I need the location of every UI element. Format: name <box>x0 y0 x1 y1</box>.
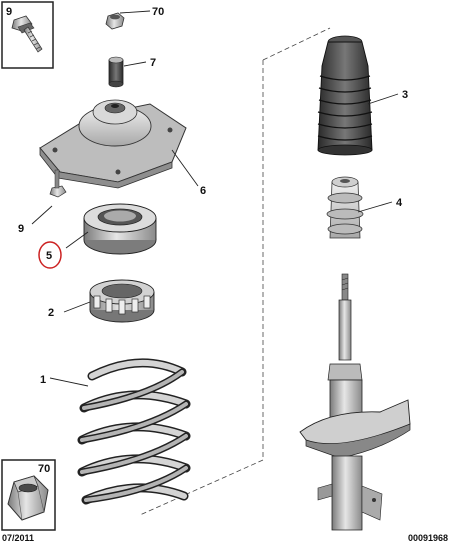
nut-icon-inset <box>7 475 49 521</box>
bearing-part <box>83 203 157 255</box>
fixing-screw-part <box>49 169 67 198</box>
callout-label-2: 2 <box>48 307 54 319</box>
callout-label-3: 3 <box>402 89 408 101</box>
bush-part <box>108 56 124 88</box>
callout-label-6: 6 <box>200 185 206 197</box>
coil-spring-part <box>77 358 191 505</box>
callout-label-4: 4 <box>396 197 403 209</box>
highlight-circle <box>38 241 62 269</box>
callout-label-7: 7 <box>150 57 156 69</box>
callout-label-9: 9 <box>18 223 24 235</box>
callout-label-5: 5 <box>46 250 52 262</box>
callout-label-9-inset: 9 <box>6 6 12 18</box>
bump-stop-part <box>326 176 364 239</box>
flange-screw-icon <box>11 15 43 53</box>
dust-boot-part <box>317 35 373 156</box>
upper-mount-part <box>39 99 187 189</box>
leader-lines <box>31 10 399 387</box>
callout-label-70-top: 70 <box>152 6 164 18</box>
footer-date: 07/2011 <box>2 533 34 543</box>
callout-label-1: 1 <box>40 374 46 386</box>
assembly-dashed-outline <box>139 27 331 516</box>
callout-label-70-inset: 70 <box>38 463 50 475</box>
shock-absorber-part <box>299 273 411 531</box>
spring-seat-part <box>89 279 155 323</box>
top-nut-part <box>105 12 125 30</box>
footer-reference: 00091968 <box>408 533 448 543</box>
